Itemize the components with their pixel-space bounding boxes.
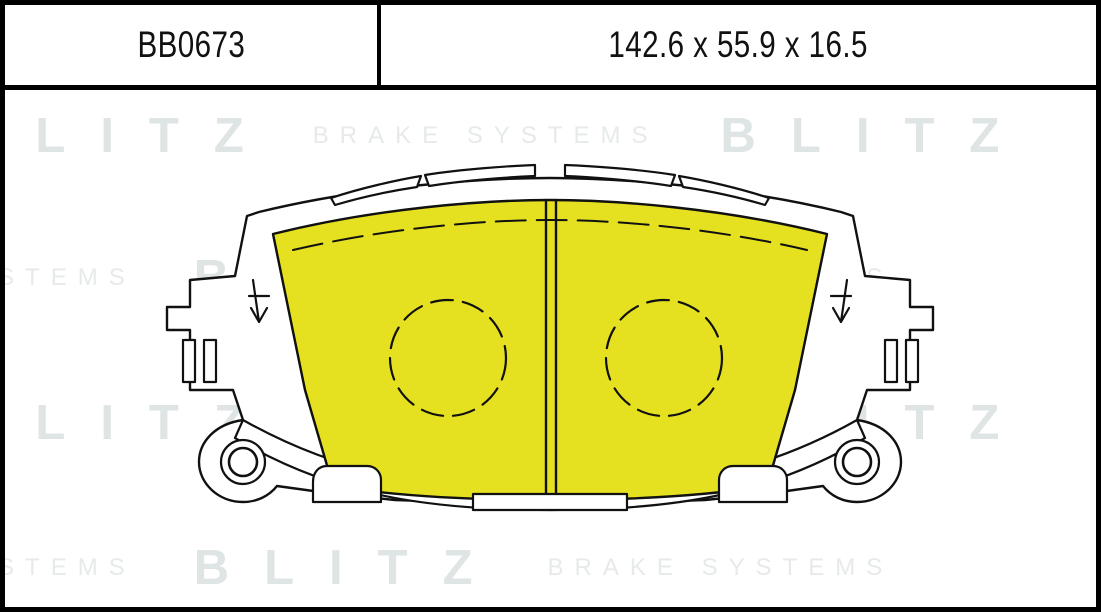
locating-hole-left	[388, 298, 508, 418]
bottom-notch-left	[311, 464, 383, 504]
top-tab-center-right	[563, 163, 677, 188]
pivot-hole-right	[841, 446, 873, 478]
ear-slot-right-outer	[904, 338, 920, 384]
left-taper-line	[272, 233, 306, 391]
top-tab-right	[677, 174, 771, 207]
ear-slot-left-inner	[202, 338, 218, 384]
locating-hole-right	[604, 298, 724, 418]
bottom-notch-center	[471, 492, 629, 512]
top-tab-left	[329, 174, 423, 207]
wear-arrow-right	[829, 278, 853, 324]
ear-slot-right-inner	[883, 338, 899, 384]
ear-slot-left-outer	[181, 338, 197, 384]
part-number-cell: BB0673	[5, 5, 381, 85]
part-number-value: BB0673	[137, 24, 245, 65]
right-taper-line	[794, 233, 828, 391]
spec-header-table: BB0673 142.6 x 55.9 x 16.5	[5, 5, 1096, 90]
dimensions-cell: 142.6 x 55.9 x 16.5	[381, 5, 1096, 85]
wear-arrow-left	[247, 278, 271, 324]
top-tab-center-left	[423, 163, 537, 188]
friction-material	[271, 198, 829, 502]
top-chamfer-line	[292, 219, 808, 251]
brake-pad-drawing	[5, 90, 1096, 607]
bottom-notch-right	[717, 464, 789, 504]
dimensions-value: 142.6 x 55.9 x 16.5	[608, 24, 869, 65]
pivot-hole-left	[227, 446, 259, 478]
